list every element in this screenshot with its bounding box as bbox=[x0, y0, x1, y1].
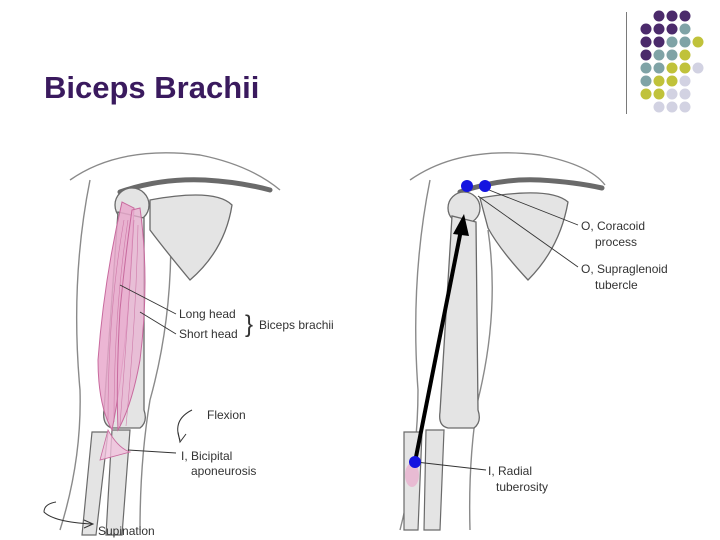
leader-supraglenoid bbox=[477, 195, 579, 268]
leader-aponeurosis bbox=[127, 449, 177, 454]
label-radial-line1: I, Radial bbox=[488, 464, 532, 478]
label-insertion-line2: aponeurosis bbox=[191, 464, 256, 478]
ulna bbox=[423, 429, 445, 531]
slide-title: Biceps Brachii bbox=[44, 70, 260, 105]
label-biceps-brachii: Biceps brachii bbox=[259, 318, 334, 332]
decor-dot bbox=[679, 62, 691, 74]
label-coracoid-line2: process bbox=[595, 235, 637, 249]
leader-short-head bbox=[139, 311, 177, 335]
label-flexion: Flexion bbox=[207, 408, 246, 422]
label-radial-line2: tuberosity bbox=[496, 480, 548, 494]
decor-dot bbox=[640, 88, 652, 100]
bracket-brace: } bbox=[245, 311, 253, 338]
decor-dot bbox=[640, 36, 652, 48]
decor-dot bbox=[692, 62, 704, 74]
decor-dot bbox=[653, 101, 665, 113]
biceps-origin-insertion-diagram: O, Coracoid process O, Supraglenoid tube… bbox=[399, 152, 668, 531]
decor-dot bbox=[653, 49, 665, 61]
muscle-fibers bbox=[107, 219, 139, 427]
line-of-pull-arrow bbox=[413, 224, 464, 463]
decor-dot bbox=[692, 36, 704, 48]
label-supraglenoid-line1: O, Supraglenoid bbox=[581, 262, 668, 276]
body-outline bbox=[409, 152, 606, 186]
clavicle bbox=[117, 177, 273, 195]
arm-outline-right bbox=[139, 209, 172, 531]
label-short-head: Short head bbox=[179, 327, 238, 341]
flexion-arrowhead bbox=[177, 431, 187, 444]
decor-dot bbox=[666, 62, 678, 74]
leader-coracoid bbox=[483, 187, 579, 226]
decor-dot bbox=[679, 36, 691, 48]
radial-tuberosity-tint bbox=[405, 463, 419, 487]
decor-dot bbox=[666, 10, 678, 22]
decor-dot bbox=[640, 62, 652, 74]
decor-dot bbox=[653, 10, 665, 22]
decor-dot bbox=[653, 36, 665, 48]
decor-dot bbox=[679, 10, 691, 22]
decor-dot bbox=[679, 88, 691, 100]
line-of-pull-arrowhead bbox=[453, 214, 469, 236]
decor-dot bbox=[679, 49, 691, 61]
origin-marker-supraglenoid bbox=[461, 180, 473, 192]
label-long-head: Long head bbox=[179, 307, 236, 321]
label-supraglenoid-line2: tubercle bbox=[595, 278, 638, 292]
supination-arrowhead bbox=[83, 519, 95, 529]
label-insertion-line1: I, Bicipital bbox=[181, 449, 232, 463]
body-outline bbox=[69, 152, 281, 191]
decorative-dot-grid bbox=[640, 10, 704, 113]
title-divider bbox=[626, 12, 627, 114]
decor-dot bbox=[666, 88, 678, 100]
decor-dot bbox=[653, 62, 665, 74]
decor-dot bbox=[666, 101, 678, 113]
decor-dot bbox=[666, 36, 678, 48]
label-supination: Supination bbox=[98, 524, 155, 538]
decor-dot bbox=[653, 88, 665, 100]
biceps-muscle-illustration: } Long head Short head Biceps brachii Fl… bbox=[43, 152, 334, 538]
decor-dot bbox=[679, 75, 691, 87]
label-coracoid-line1: O, Coracoid bbox=[581, 219, 645, 233]
decor-dot bbox=[666, 49, 678, 61]
scapula bbox=[149, 194, 233, 281]
decor-dot bbox=[666, 23, 678, 35]
insertion-marker-radial-tuberosity bbox=[409, 456, 421, 468]
arm-outline-left bbox=[59, 179, 91, 531]
decor-dot bbox=[653, 23, 665, 35]
decor-dot bbox=[666, 75, 678, 87]
supination-arrow bbox=[43, 501, 93, 525]
decor-dot bbox=[653, 75, 665, 87]
leader-radial-tuberosity bbox=[415, 461, 487, 471]
decor-dot bbox=[640, 75, 652, 87]
bicipital-aponeurosis bbox=[99, 428, 132, 461]
decor-dot bbox=[679, 101, 691, 113]
leader-long-head bbox=[119, 284, 177, 315]
origin-marker-coracoid bbox=[479, 180, 491, 192]
humerus bbox=[439, 215, 480, 429]
scapula bbox=[479, 192, 569, 281]
decor-dot bbox=[640, 49, 652, 61]
decor-dot bbox=[640, 23, 652, 35]
decor-dot bbox=[679, 23, 691, 35]
